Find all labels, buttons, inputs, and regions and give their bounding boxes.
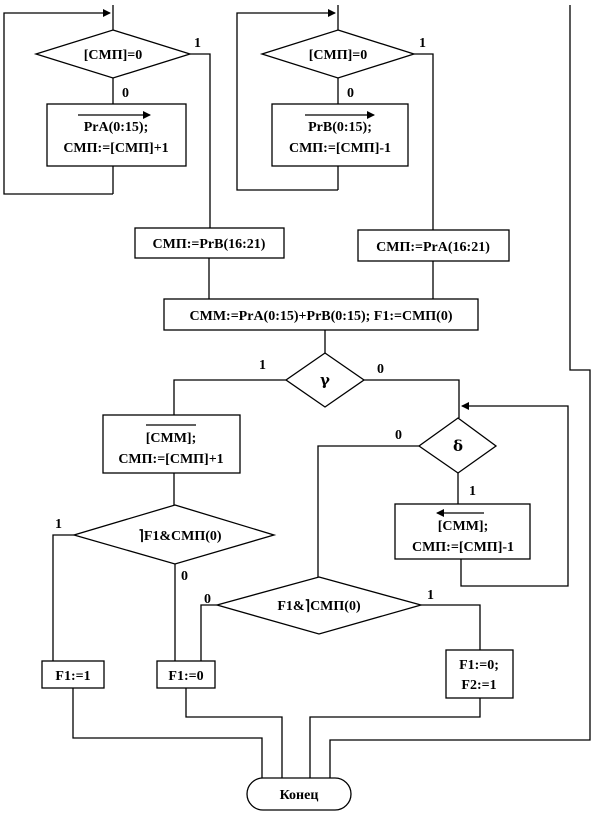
f1-one-text: F1:=1 [55, 669, 90, 684]
end-terminal [246, 777, 352, 811]
check-left-yes-label: 1 [55, 517, 62, 532]
right-loop-body [271, 103, 409, 167]
gamma-right-label: 0 [377, 362, 384, 377]
not-sign: ⌉ [305, 599, 310, 614]
right-loop-body-line1: PrB(0:15); [308, 120, 372, 135]
left-loop-body [46, 103, 187, 167]
delta-left-label: 0 [395, 428, 402, 443]
check-mid-cond-a: F1& [277, 599, 304, 614]
far-right-connector [329, 5, 591, 778]
right-loop-no-label: 0 [347, 86, 354, 101]
shift-left-line1: [СММ]; [146, 431, 197, 446]
f1-zero-box [156, 660, 216, 689]
f1f2-box [445, 649, 514, 699]
left-loop-condition-text: [СМП]=0 [84, 48, 143, 63]
left-loop-yes-label: 1 [194, 36, 201, 51]
assign-left-box [134, 227, 285, 259]
shift-right-line1: [СММ]; [438, 519, 489, 534]
gamma-decision [284, 352, 366, 408]
check-mid-cond-b: СМП(0) [310, 599, 361, 614]
left-loop-body-line1: PrA(0:15); [84, 120, 149, 135]
check-left-no-label: 0 [181, 569, 188, 584]
gamma-symbol: γ [320, 371, 330, 389]
shift-left-line2: СМП:=[СМП]+1 [118, 452, 223, 467]
delta-symbol: δ [453, 437, 463, 455]
left-loop-body-line2: СМП:=[СМП]+1 [63, 141, 168, 156]
left-loop: [СМП]=0 1 0 PrA(0:15); СМП:=[СМП]+1 [3, 5, 211, 230]
f1f2-line2: F2:=1 [461, 678, 496, 693]
check-left-cond: F1&СМП(0) [144, 529, 222, 544]
left-loop-no-label: 0 [122, 86, 129, 101]
end-text: Конец [280, 788, 319, 803]
f1f2-line1: F1:=0; [459, 658, 499, 673]
sum-box [163, 298, 479, 331]
right-loop-condition-text: [СМП]=0 [309, 48, 368, 63]
gamma-left-label: 1 [259, 358, 266, 373]
check-mid-decision [214, 576, 424, 635]
right-loop-yes-label: 1 [419, 36, 426, 51]
check-mid-yes-label: 1 [427, 588, 434, 603]
not-sign: ⌉ [138, 529, 143, 544]
sum-text: СММ:=PrA(0:15)+PrB(0:15); F1:=СМП(0) [190, 309, 453, 324]
check-mid-text: F1&⌉СМП(0) [277, 599, 361, 614]
assign-left-text: СМП:=PrB(16:21) [153, 237, 266, 252]
shift-left-box [102, 414, 241, 474]
delta-down-label: 1 [469, 484, 476, 499]
assign-right-text: СМП:=PrA(16:21) [376, 240, 490, 255]
right-loop: [СМП]=0 1 0 PrB(0:15); СМП:=[СМП]-1 [236, 5, 434, 230]
delta-loop-back [460, 402, 569, 587]
check-mid-no-label: 0 [204, 592, 211, 607]
check-left-text: ⌉F1&СМП(0) [138, 529, 222, 544]
shift-right-line2: СМП:=[СМП]-1 [412, 540, 514, 555]
f1-zero-text: F1:=0 [168, 669, 203, 684]
right-loop-body-line2: СМП:=[СМП]-1 [289, 141, 391, 156]
